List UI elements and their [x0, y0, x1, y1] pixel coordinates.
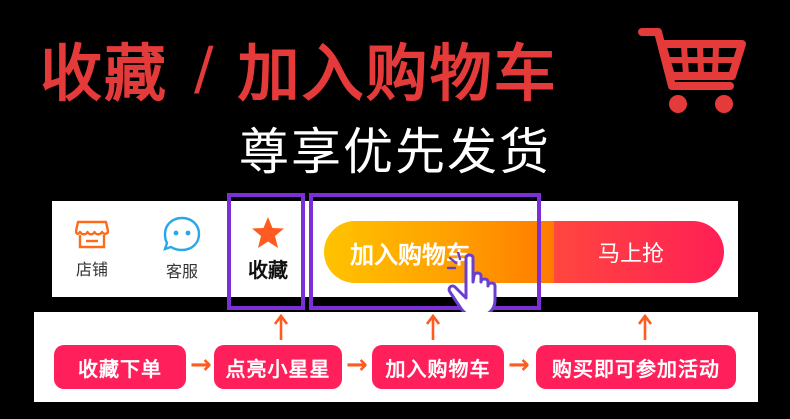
chat-bubble-icon: [163, 216, 201, 252]
store-icon: [75, 220, 109, 249]
step-join-activity: 购买即可参加活动: [536, 345, 736, 389]
store-nav-item[interactable]: 店铺: [52, 201, 132, 297]
pointer-hand-icon: [446, 252, 497, 318]
step-light-star: 点亮小星星: [214, 345, 342, 389]
arrow-up-icon: [638, 314, 652, 340]
step-add-to-cart: 加入购物车: [372, 345, 504, 389]
star-icon: [252, 216, 284, 248]
add-cart-highlight-box: [309, 193, 541, 310]
arrow-right-icon: →: [508, 350, 530, 380]
favorite-nav-item[interactable]: 收藏: [228, 201, 308, 297]
arrow-up-icon: [274, 314, 288, 340]
service-nav-item[interactable]: 客服: [142, 201, 222, 297]
arrow-right-icon: →: [190, 350, 212, 380]
shopping-cart-icon: [638, 28, 746, 113]
store-label: 店铺: [75, 260, 108, 279]
headline-favorite: 收藏: [40, 37, 169, 110]
arrow-right-icon: →: [346, 350, 368, 380]
favorite-highlight-box: [227, 193, 305, 310]
service-label: 客服: [165, 262, 198, 281]
subline: 尊享优先发货: [239, 123, 551, 181]
arrow-up-icon: [426, 314, 440, 340]
favorite-label: 收藏: [248, 257, 288, 282]
add-to-cart-button[interactable]: 加入购物车: [324, 221, 554, 283]
product-action-bar: 店铺 客服 收藏 马上抢 加入购物车: [52, 201, 738, 297]
step-favorite-order: 收藏下单: [54, 345, 186, 389]
headline-add-cart: 加入购物车: [237, 37, 558, 110]
headline: 收藏 / 加入购物车: [40, 18, 558, 118]
buy-now-button[interactable]: 马上抢: [538, 221, 724, 283]
headline-slash: /: [194, 34, 216, 102]
steps-panel: 收藏下单 → 点亮小星星 → 加入购物车 → 购买即可参加活动: [34, 312, 758, 402]
